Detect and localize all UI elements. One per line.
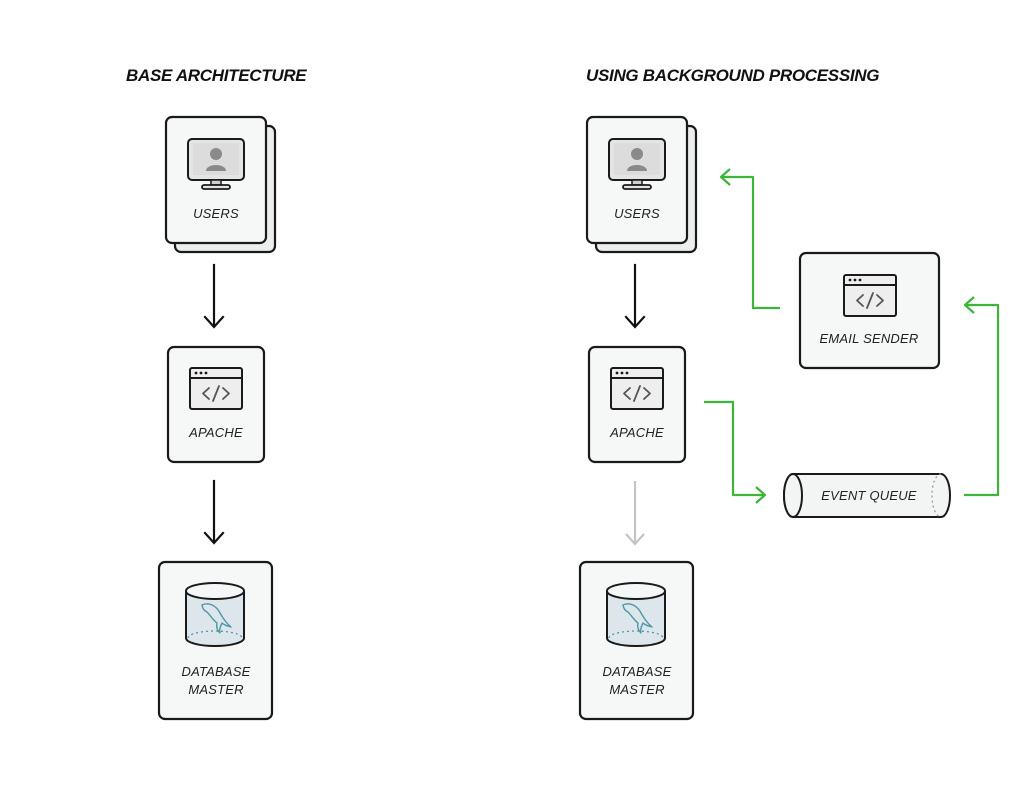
- bg-arrow-apache-to-database-disabled: [625, 481, 645, 546]
- bg-database-label-line2: MASTER: [609, 682, 664, 697]
- green-arrow-queue-to-email-sender: [963, 296, 1000, 497]
- code-window-icon: [189, 367, 243, 410]
- event-queue-node: EVENT QUEUE: [783, 473, 951, 518]
- code-window-icon: [843, 274, 897, 317]
- base-apache-node: APACHE: [166, 345, 266, 464]
- green-arrow-apache-to-queue: [704, 400, 767, 504]
- mysql-database-icon: [185, 582, 245, 647]
- base-users-node: USERS: [164, 115, 277, 254]
- email-sender-node: EMAIL SENDER: [798, 251, 941, 370]
- bg-users-label: USERS: [614, 206, 660, 221]
- bg-users-node: USERS: [585, 115, 698, 254]
- bg-database-node: DATABASE MASTER: [578, 560, 695, 721]
- bg-database-label-line1: DATABASE: [602, 664, 671, 679]
- base-arrow-users-to-apache: [203, 263, 225, 329]
- event-queue-label: EVENT QUEUE: [821, 488, 917, 503]
- bg-arrow-users-to-apache: [624, 263, 646, 329]
- base-database-label-line1: DATABASE: [181, 664, 250, 679]
- bg-apache-node: APACHE: [587, 345, 687, 464]
- bg-apache-label: APACHE: [609, 425, 664, 440]
- base-database-label-line2: MASTER: [188, 682, 243, 697]
- title-base-architecture: BASE ARCHITECTURE: [126, 66, 307, 85]
- base-apache-label: APACHE: [188, 425, 243, 440]
- mysql-database-icon: [606, 582, 666, 647]
- base-database-node: DATABASE MASTER: [157, 560, 274, 721]
- green-arrow-email-sender-to-users: [719, 168, 780, 310]
- base-arrow-apache-to-database: [203, 479, 225, 545]
- email-sender-label: EMAIL SENDER: [820, 331, 919, 346]
- title-background-processing: USING BACKGROUND PROCESSING: [586, 66, 879, 85]
- base-users-label: USERS: [193, 206, 239, 221]
- code-window-icon: [610, 367, 664, 410]
